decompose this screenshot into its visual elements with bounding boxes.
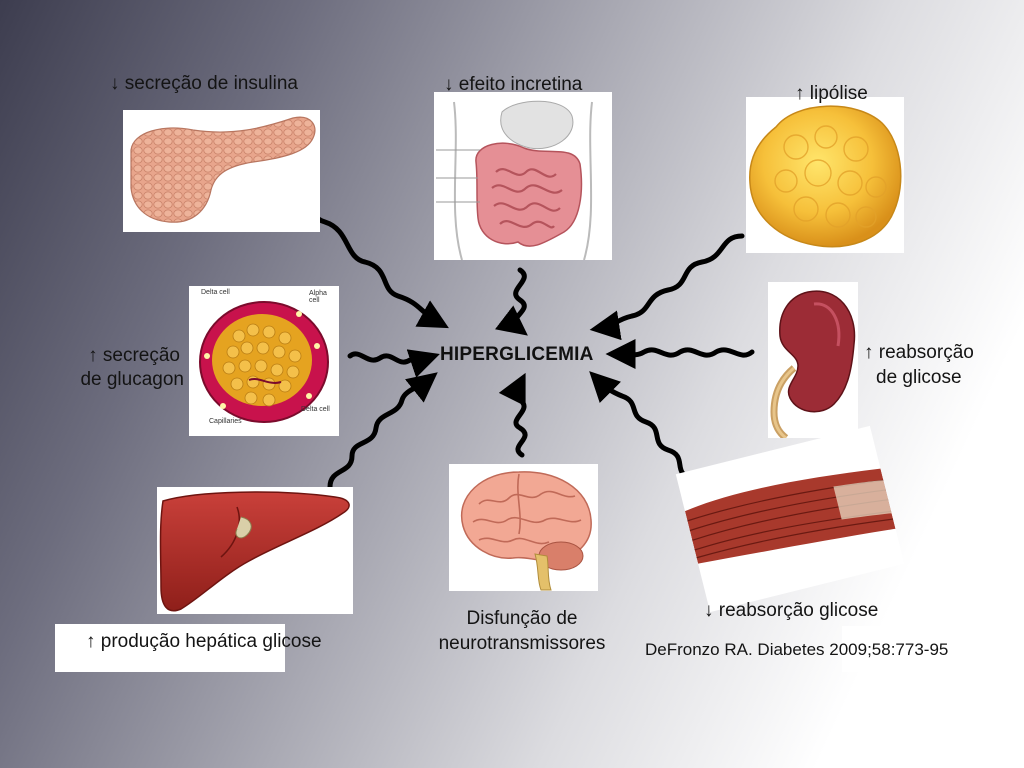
glucagon-label-line1: ↑ secreção <box>88 345 180 366</box>
islet-delta-bottom-label: Delta cell <box>301 406 330 413</box>
renal-label-line2: de glicose <box>876 367 962 388</box>
intestine-image <box>434 92 612 260</box>
arrow-intestine <box>494 267 528 336</box>
brain-image <box>449 464 598 591</box>
renal-label-line1: ↑ reabsorção <box>864 342 974 363</box>
glucagon-label-line2: de glucagon <box>80 369 184 390</box>
center-label: HIPERGLICEMIA <box>440 344 594 365</box>
arrow-kidney <box>605 339 755 370</box>
hepatic-label: ↑ produção hepática glicose <box>86 631 322 652</box>
citation-text: DeFronzo RA. Diabetes 2009;58:773-95 <box>645 640 949 659</box>
muscle-label: ↓ reabsorção glicose <box>704 600 879 621</box>
muscle-image <box>675 425 905 613</box>
arrow-islet <box>347 349 440 378</box>
citation-box <box>842 626 992 672</box>
arrow-muscle <box>589 371 693 481</box>
neuro-label-line1: Disfunção de <box>466 608 578 629</box>
neuro-label-line2: neurotransmissores <box>438 633 606 654</box>
arrow-liver <box>327 372 438 490</box>
arrow-brain <box>498 372 528 458</box>
hepatic-label-box <box>55 624 285 672</box>
islet-alpha-label: Alpha cell <box>309 290 327 304</box>
islet-delta-top-label: Delta cell <box>201 289 230 296</box>
islet-capillaries-label: Capillaries <box>209 418 242 425</box>
islet-image: Delta cell Alpha cell Delta cell Capilla… <box>189 286 339 436</box>
kidney-image <box>768 282 858 438</box>
lipolysis-label: ↑ lipólise <box>795 83 868 104</box>
pancreas-image <box>123 110 320 232</box>
fat-tissue-image <box>746 97 904 253</box>
insulin-label: ↓ secreção de insulina <box>110 73 298 94</box>
arrow-fat <box>589 233 745 341</box>
incretin-label: ↓ efeito incretina <box>444 74 583 95</box>
liver-image <box>157 487 353 614</box>
